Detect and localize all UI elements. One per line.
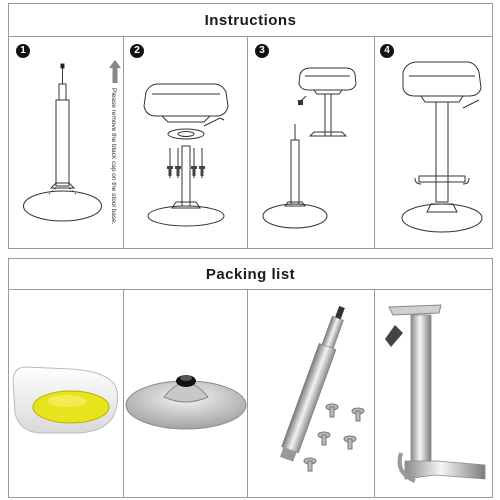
step-4-illustration (401, 61, 483, 233)
step-4-cell: 4 (374, 36, 494, 248)
instructions-title: Instructions (204, 12, 297, 29)
instructions-panel: Instructions 1 Please remove the black c… (8, 3, 493, 249)
seat-image (12, 366, 119, 434)
step-2-illustration (143, 83, 229, 227)
packing-item-base (123, 289, 247, 497)
step-2-number: 2 (130, 44, 144, 58)
step-3-illustration (262, 67, 357, 229)
packing-item-seat (9, 289, 123, 497)
step-3-cell: 3 (247, 36, 374, 248)
packing-panel: Packing list (8, 258, 493, 498)
step-2-cell: 2 (123, 36, 247, 248)
step-1-note: Please remove the black cap on the stool… (110, 88, 117, 225)
packing-item-column (374, 289, 494, 497)
step-1-number: 1 (16, 44, 30, 58)
step-3-number: 3 (255, 44, 269, 58)
packing-title: Packing list (205, 266, 296, 283)
packing-divider (9, 289, 492, 290)
column-image (385, 304, 486, 483)
base-image (125, 375, 247, 430)
step-4-number: 4 (380, 44, 394, 58)
step-1-cell: 1 Please remove the black cap on the sto… (9, 36, 123, 248)
gas-lift-image (279, 305, 365, 472)
packing-item-gas-lift (247, 289, 374, 497)
instructions-divider (9, 36, 492, 37)
step-1-illustration (23, 60, 121, 222)
